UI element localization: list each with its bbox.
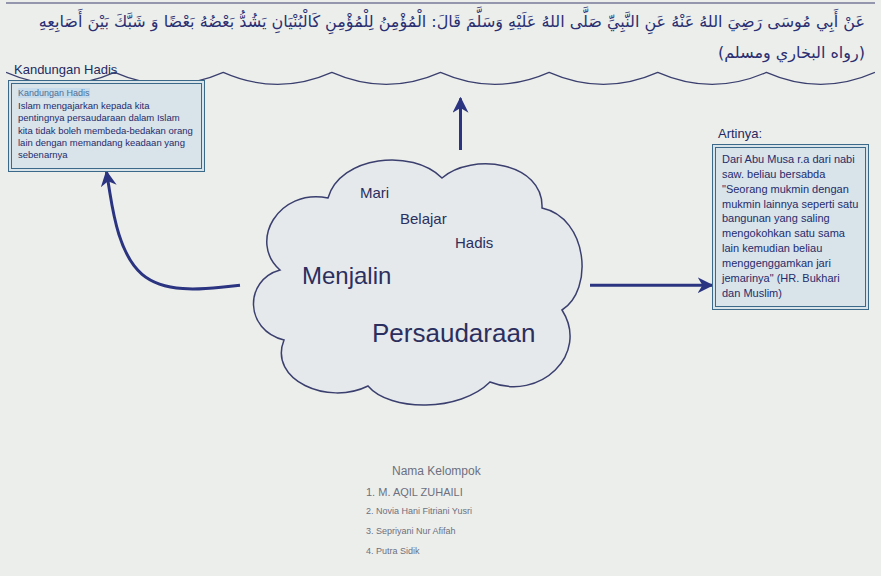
cloud-word: Hadis xyxy=(455,234,493,251)
cloud-word: Mari xyxy=(360,184,389,201)
content-box: Kandungan HadisKandungan HadisIslam meng… xyxy=(8,80,205,172)
member-name: 3. Sepriyani Nur Afifah xyxy=(366,526,456,536)
title-cloud: MariBelajarHadisMenjalinPersaudaraan xyxy=(240,150,590,410)
box-heading: Kandungan Hadis xyxy=(14,62,117,77)
cloud-word: Belajar xyxy=(400,210,447,227)
cloud-outline xyxy=(240,150,590,410)
group-heading: Nama Kelompok xyxy=(392,464,481,478)
box-body: Dari Abu Musa r.a dari nabi saw. beliau … xyxy=(722,152,859,300)
arrow-connector xyxy=(590,284,712,287)
cloud-title: Menjalin xyxy=(302,262,391,290)
meaning-box: Artinya:Dari Abu Musa r.a dari nabi saw.… xyxy=(712,144,869,310)
member-name: 4. Putra Sidik xyxy=(366,546,420,556)
box-subheading: Kandungan Hadis xyxy=(18,88,90,98)
cloud-title: Persaudaraan xyxy=(372,318,535,349)
member-name: 2. Novia Hani Fitriani Yusri xyxy=(366,506,472,516)
member-name: 1. M. AQIL ZUHAILI xyxy=(366,486,463,498)
arrow-connector xyxy=(107,172,241,289)
box-body: Islam mengajarkan kepada kita pentingnya… xyxy=(18,100,195,162)
arrow-connector xyxy=(459,98,462,150)
arabic-hadith: عَنْ أَبِي مُوسَى رَضِيَ اللهُ عَنْهُ عَ… xyxy=(16,6,865,68)
box-heading: Artinya: xyxy=(718,126,762,141)
